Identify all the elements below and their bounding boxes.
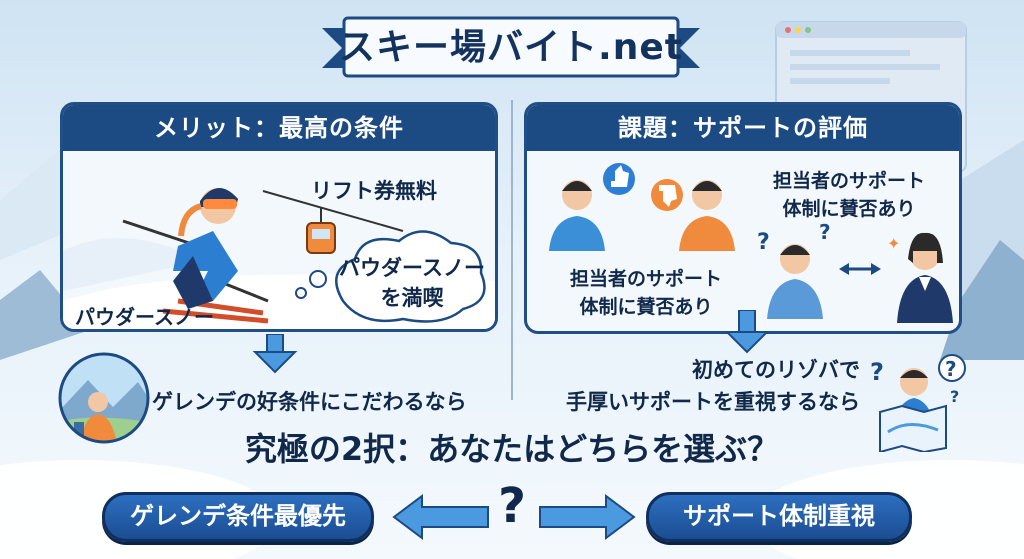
left-conclusion: ゲレンデの好条件にこだわるなら: [152, 390, 467, 414]
skier-label: パウダースノー: [75, 305, 214, 329]
right-down-arrow: [724, 310, 770, 354]
right-conclusion: 初めてのリゾバで 手厚いサポートを重視するなら: [566, 358, 860, 414]
support-opinion-label: 担当者のサポート 体制に賛否あり: [569, 268, 722, 318]
powder-bubble-text: パウダースノー を満喫: [339, 256, 485, 310]
svg-text:?: ?: [945, 357, 957, 381]
choice-support-button[interactable]: サポート体制重視: [646, 492, 912, 542]
lift-ticket-label: リフト券無料: [311, 179, 437, 203]
double-arrow-icon: [839, 263, 881, 275]
staff-person: ✦: [887, 232, 953, 323]
choice-gelende-button[interactable]: ゲレンデ条件最優先: [102, 492, 374, 542]
question-heading: 究極の2択：あなたはどちらを選ぶ？: [244, 430, 780, 468]
merit-panel-header: メリット：最高の条件: [63, 105, 495, 151]
challenge-panel: 課題：サポートの評価 ? ?: [524, 102, 962, 334]
svg-text:✦: ✦: [887, 234, 900, 253]
challenge-illustration: ? ? ✦: [549, 163, 953, 323]
left-arrow-icon: [392, 494, 489, 540]
svg-text:?: ?: [950, 387, 959, 406]
confused-person: ? ?: [757, 220, 831, 319]
challenge-panel-header: 課題：サポートの評価: [527, 105, 959, 151]
skier-icon: [122, 187, 269, 324]
thought-bubble: [295, 230, 486, 323]
hiker-avatar: [58, 352, 150, 444]
gondola-icon: [306, 207, 336, 254]
merit-illustration: [63, 187, 495, 329]
choice-question-mark: ?: [498, 478, 526, 534]
map-reader-illustration: ? ? ?: [870, 354, 966, 452]
center-divider: [511, 100, 513, 400]
left-down-arrow: [252, 334, 298, 374]
question-mark-icon: ?: [870, 358, 884, 386]
question-mark-icon: ?: [757, 230, 770, 255]
person-positive: [549, 180, 605, 251]
thumbs-down-icon: [651, 179, 683, 211]
title-banner: [322, 16, 700, 78]
page-title: スキー場バイト.net: [339, 27, 683, 68]
right-arrow-icon: [539, 494, 636, 540]
map-icon: [879, 404, 947, 452]
person-negative: [679, 180, 735, 251]
thumbs-up-icon: [603, 163, 635, 195]
staff-opinion-label: 担当者のサポート 体制に賛否あり: [772, 170, 925, 220]
merit-panel: メリット：最高の条件 リフト券: [60, 102, 498, 332]
question-mark-icon: ?: [819, 220, 831, 244]
